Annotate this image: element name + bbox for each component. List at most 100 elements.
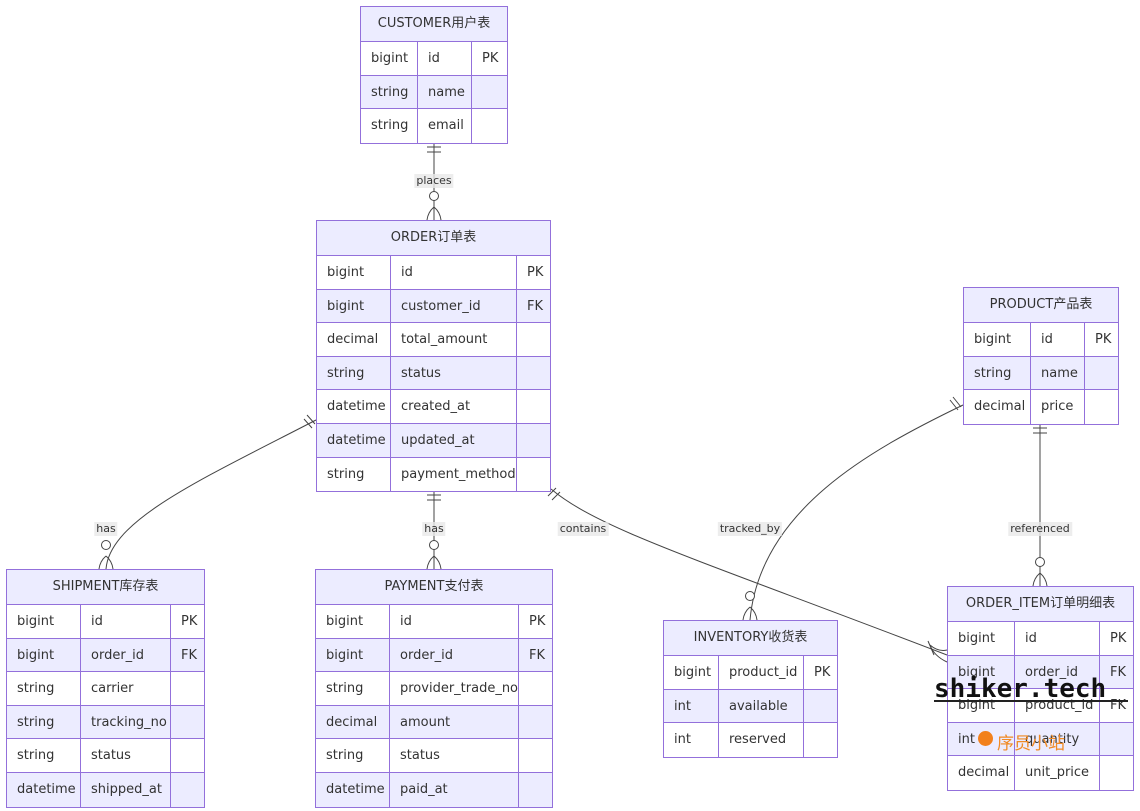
table-row: bigint id PK bbox=[317, 256, 550, 290]
entity-inventory: INVENTORY收货表 bigint product_id PK int av… bbox=[663, 620, 838, 758]
table-row: string provider_trade_no bbox=[316, 672, 552, 706]
attr-key bbox=[516, 390, 550, 423]
attr-key bbox=[518, 672, 552, 705]
table-row: decimal price bbox=[964, 390, 1118, 424]
attr-type: int bbox=[674, 732, 691, 748]
entity-title: INVENTORY收货表 bbox=[664, 621, 837, 656]
attr-name: id bbox=[389, 605, 518, 638]
attr-key bbox=[1099, 722, 1133, 756]
attr-type: int bbox=[958, 731, 975, 747]
edge-contains-one-marker bbox=[547, 487, 561, 501]
attr-key bbox=[518, 739, 552, 772]
attr-type: string bbox=[327, 466, 365, 482]
entity-order-item: ORDER_ITEM订单明细表 bigint id PK bigint orde… bbox=[947, 586, 1134, 791]
attr-name: order_id bbox=[80, 638, 170, 672]
attr-name: id bbox=[390, 256, 516, 289]
edge-order-payment-zero-marker bbox=[429, 540, 439, 550]
table-row: bigint id PK bbox=[361, 42, 507, 76]
attr-name: id bbox=[1030, 323, 1084, 356]
attr-key bbox=[170, 739, 204, 772]
attr-type: string bbox=[974, 365, 1012, 381]
attr-key bbox=[471, 75, 507, 109]
label-places: places bbox=[414, 174, 454, 188]
attr-key: PK bbox=[1084, 323, 1118, 356]
attr-key bbox=[518, 772, 552, 807]
table-row: bigint id PK bbox=[964, 323, 1118, 357]
attr-type: bigint bbox=[327, 265, 365, 280]
attr-type: string bbox=[326, 748, 364, 764]
attr-type: decimal bbox=[974, 399, 1026, 415]
attr-type: bigint bbox=[326, 614, 364, 629]
table-row: string status bbox=[317, 356, 550, 391]
table-row: string carrier bbox=[7, 672, 204, 706]
table-row: bigint id PK bbox=[948, 622, 1133, 656]
entity-shipment: SHIPMENT库存表 bigint id PK bigint order_id… bbox=[6, 569, 205, 808]
watermark-subtitle: 序员小站 bbox=[997, 734, 1065, 754]
table-row: string name bbox=[964, 356, 1118, 391]
attr-name: product_id bbox=[718, 656, 803, 689]
edge-order-shipment-many-marker bbox=[98, 555, 114, 570]
entity-order: ORDER订单表 bigint id PK bigint customer_id… bbox=[316, 220, 551, 493]
attr-type: bigint bbox=[326, 647, 364, 663]
table-row: bigint order_id FK bbox=[948, 655, 1133, 690]
attr-name: available bbox=[718, 689, 803, 723]
attr-name: total_amount bbox=[390, 323, 516, 356]
edge-places-many-marker bbox=[426, 206, 442, 221]
attr-key: FK bbox=[1099, 655, 1133, 689]
attr-type: string bbox=[17, 681, 55, 697]
edge-tracked-by-many-marker bbox=[742, 606, 758, 621]
attr-type: decimal bbox=[326, 714, 378, 730]
table-row: string name bbox=[361, 75, 507, 110]
table-row: decimal unit_price bbox=[948, 756, 1133, 790]
edge-tracked-by-zero-marker bbox=[745, 591, 755, 601]
attr-name: status bbox=[80, 739, 170, 772]
attr-type: decimal bbox=[327, 332, 379, 348]
attr-name: carrier bbox=[80, 672, 170, 705]
edge-contains bbox=[550, 488, 948, 656]
attr-name: order_id bbox=[1014, 655, 1099, 689]
attr-type: datetime bbox=[326, 781, 385, 797]
attr-name: price bbox=[1030, 390, 1084, 424]
entity-payment: PAYMENT支付表 bigint id PK bigint order_id … bbox=[315, 569, 553, 808]
attr-type: bigint bbox=[17, 614, 55, 629]
attr-type: bigint bbox=[17, 647, 55, 663]
edge-order-shipment bbox=[105, 419, 317, 570]
label-order-shipment: has bbox=[94, 522, 118, 536]
edge-tracked-by bbox=[749, 404, 964, 621]
table-row: int available bbox=[664, 689, 837, 724]
attr-name: email bbox=[417, 109, 471, 143]
attr-type: datetime bbox=[327, 432, 386, 448]
attr-type: string bbox=[327, 365, 365, 381]
table-row: datetime updated_at bbox=[317, 423, 550, 458]
table-row: int quantity bbox=[948, 722, 1133, 757]
attr-key: FK bbox=[170, 638, 204, 672]
edge-order-payment-many-marker bbox=[426, 555, 442, 570]
table-row: bigint id PK bbox=[7, 605, 204, 639]
table-row: datetime paid_at bbox=[316, 772, 552, 807]
attr-type: bigint bbox=[327, 298, 365, 314]
watermark-underline bbox=[934, 700, 1128, 702]
attr-type: int bbox=[674, 698, 691, 714]
table-row: bigint id PK bbox=[316, 605, 552, 639]
attr-type: datetime bbox=[17, 781, 76, 797]
edge-tracked-by-one-marker bbox=[949, 396, 962, 411]
attr-name: payment_method bbox=[390, 457, 516, 492]
attr-type: bigint bbox=[674, 665, 712, 680]
attr-key: FK bbox=[518, 638, 552, 672]
attr-name: status bbox=[389, 739, 518, 772]
attr-name: order_id bbox=[389, 638, 518, 672]
edge-referenced-zero-marker bbox=[1035, 557, 1045, 567]
attr-name: unit_price bbox=[1014, 756, 1099, 790]
attr-key: PK bbox=[803, 656, 837, 689]
entity-title: CUSTOMER用户表 bbox=[361, 7, 507, 42]
attr-type: bigint bbox=[958, 631, 996, 646]
attr-type: string bbox=[17, 748, 55, 764]
table-row: bigint order_id FK bbox=[316, 638, 552, 673]
entity-title: ORDER订单表 bbox=[317, 221, 550, 256]
table-row: string status bbox=[316, 739, 552, 773]
attr-name: id bbox=[417, 42, 471, 75]
attr-name: created_at bbox=[390, 390, 516, 423]
attr-key bbox=[803, 689, 837, 723]
orange-icon bbox=[978, 731, 993, 746]
entity-title: ORDER_ITEM订单明细表 bbox=[948, 587, 1133, 622]
